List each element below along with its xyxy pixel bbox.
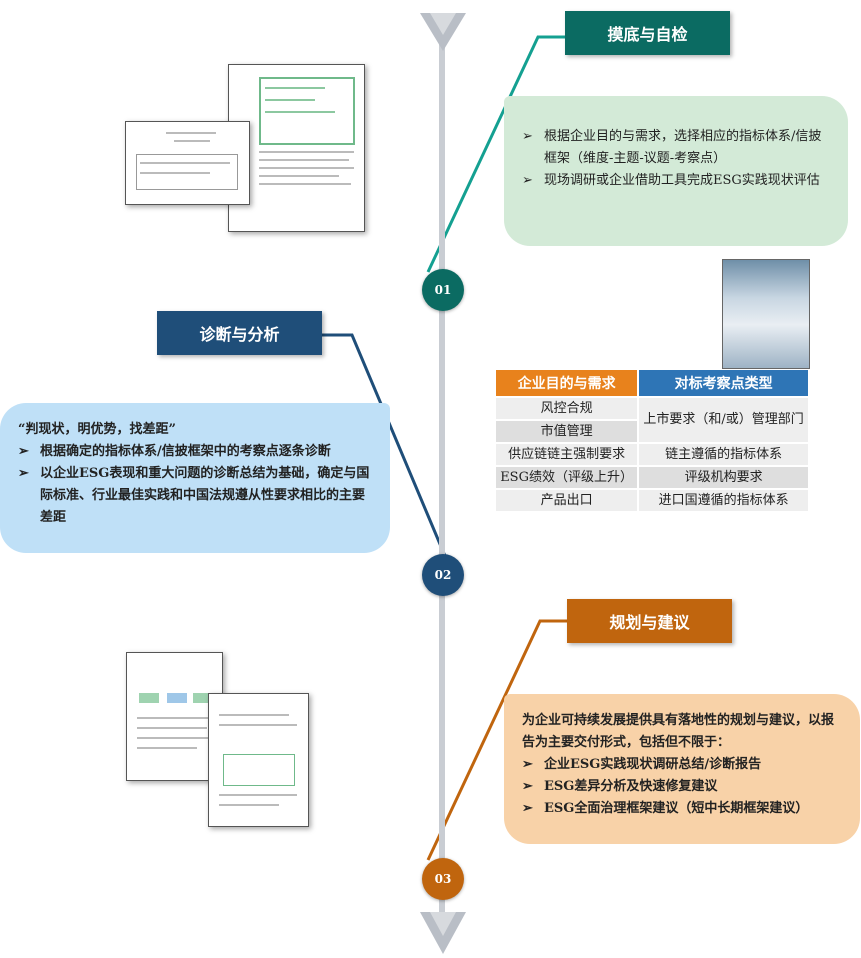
connector-step-1 [426, 35, 565, 273]
step-3-intro: 为企业可持续发展提供具有落地性的规划与建议，以报告为主要交付形式，包括但不限于： [522, 713, 835, 750]
step-1-bullet: ➢根据企业目的与需求，选择相应的指标体系/信披框架（维度-主题-议题-考察点） [522, 126, 830, 170]
benchmark-table: 企业目的与需求 对标考察点类型 风控合规 上市要求（和/或）管理部门 市值管理 … [494, 368, 810, 513]
timeline-arrow-down-icon [420, 13, 466, 51]
step-1-description: ➢根据企业目的与需求，选择相应的指标体系/信披框架（维度-主题-议题-考察点） … [504, 96, 848, 246]
bullet-arrow-icon: ➢ [522, 757, 533, 772]
step-3-bullet: ➢企业ESG实践现状调研总结/诊断报告 [522, 754, 842, 776]
table-cell: 供应链链主强制要求 [496, 444, 638, 465]
step-node-2: 02 [422, 554, 464, 596]
step-title-2: 诊断与分析 [157, 311, 322, 355]
bullet-arrow-icon: ➢ [522, 129, 533, 144]
document-thumbnail [125, 121, 250, 205]
step-1-bullet: ➢现场调研或企业借助工具完成ESG实践现状评估 [522, 170, 830, 192]
table-cell: 产品出口 [496, 490, 638, 511]
step-3-bullet: ➢ESG差异分析及快速修复建议 [522, 776, 842, 798]
table-cell: 评级机构要求 [639, 467, 808, 488]
bullet-arrow-icon: ➢ [522, 779, 533, 794]
table-cell: 市值管理 [496, 421, 638, 442]
timeline-arrow-down-icon [420, 912, 466, 954]
step-2-bullet: ➢根据确定的指标体系/信披框架中的考察点逐条诊断 [18, 441, 372, 463]
bullet-arrow-icon: ➢ [522, 173, 533, 188]
step-2-description: “判现状，明优势，找差距” ➢根据确定的指标体系/信披框架中的考察点逐条诊断 ➢… [0, 403, 390, 553]
step-3-bullet: ➢ESG全面治理框架建议（短中长期框架建议） [522, 798, 842, 820]
step-node-3: 03 [422, 858, 464, 900]
step-2-intro: “判现状，明优势，找差距” [18, 422, 176, 437]
step-title-3: 规划与建议 [567, 599, 732, 643]
bullet-arrow-icon: ➢ [522, 801, 533, 816]
table-cell: 链主遵循的指标体系 [639, 444, 808, 465]
connector-step-3 [426, 619, 567, 861]
step-title-1: 摸底与自检 [565, 11, 730, 55]
step-2-bullet: ➢以企业ESG表现和重大问题的诊断总结为基础，确定与国际标准、行业最佳实践和中国… [18, 463, 372, 529]
table-cell: 上市要求（和/或）管理部门 [639, 398, 808, 442]
step-3-description: 为企业可持续发展提供具有落地性的规划与建议，以报告为主要交付形式，包括但不限于：… [504, 694, 860, 844]
report-thumbnail [126, 652, 223, 781]
step-node-1: 01 [422, 269, 464, 311]
table-header: 对标考察点类型 [639, 370, 808, 396]
table-header: 企业目的与需求 [496, 370, 638, 396]
bullet-arrow-icon: ➢ [18, 444, 29, 459]
table-cell: 风控合规 [496, 398, 638, 419]
table-cell: ESG绩效（评级上升） [496, 467, 638, 488]
report-thumbnail [208, 693, 309, 827]
connector-step-2 [322, 333, 447, 557]
report-cover-image [722, 259, 810, 369]
timeline-bar [439, 30, 445, 935]
table-cell: 进口国遵循的指标体系 [639, 490, 808, 511]
bullet-arrow-icon: ➢ [18, 466, 29, 481]
